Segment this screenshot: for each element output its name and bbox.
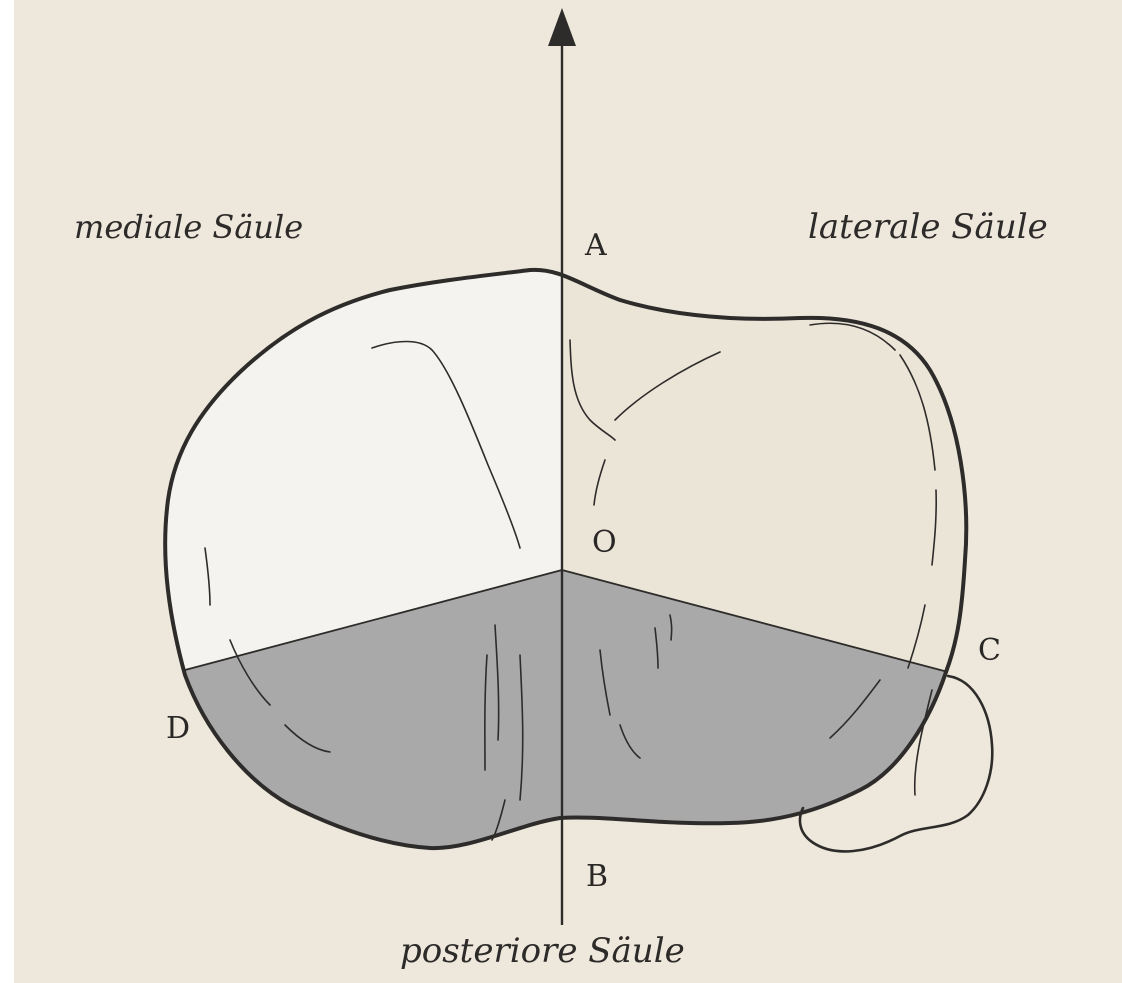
image-border <box>0 0 14 983</box>
label-lateral-column: laterale Säule <box>808 207 1048 247</box>
label-medial-column: mediale Säule <box>74 208 303 246</box>
label-point-b: B <box>586 859 608 894</box>
label-point-a: A <box>584 228 607 263</box>
label-point-d: D <box>166 711 190 746</box>
label-posterior-column: posteriore Säule <box>400 931 685 971</box>
label-point-o: O <box>592 525 617 560</box>
label-point-c: C <box>978 633 1001 668</box>
